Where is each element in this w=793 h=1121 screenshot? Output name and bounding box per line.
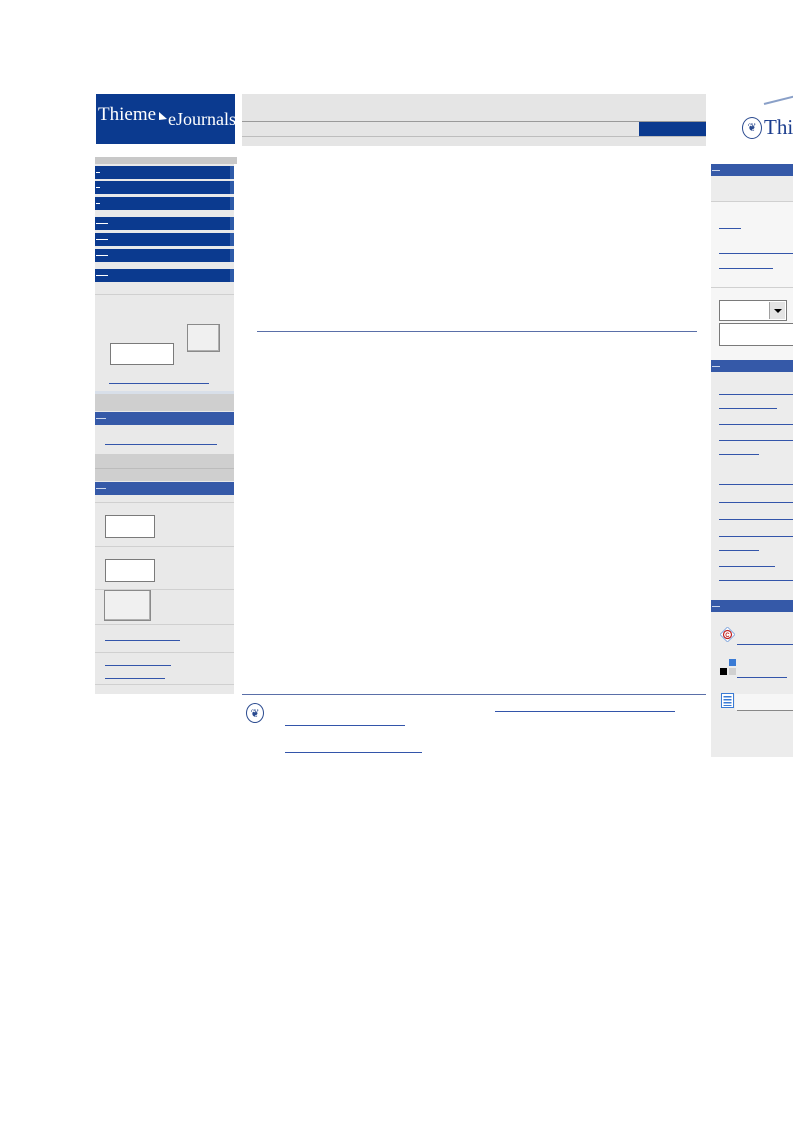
thieme-ejournals-logo[interactable]: Thieme eJournals [96,94,236,144]
nav-bullet-icon [96,203,100,204]
quick-input[interactable] [719,323,793,346]
service-link[interactable] [737,677,787,678]
nav-button[interactable] [95,181,234,194]
password-input[interactable] [105,559,155,582]
divider [95,294,234,295]
logo-word-thieme: Thieme [98,104,157,125]
service-link[interactable] [737,644,793,645]
forgot-password-link[interactable] [105,665,171,666]
divider [95,546,234,547]
sidebar-link[interactable] [719,536,793,537]
sidebar-panel [735,694,793,710]
service-link[interactable] [737,710,793,711]
nav-button[interactable] [95,249,234,262]
nav-button[interactable] [95,269,234,282]
content-divider [257,331,697,332]
brand-wordmark: Thi [764,115,793,139]
divider [95,391,234,394]
divider [95,589,234,590]
section-header [711,164,793,176]
divider [711,201,793,202]
header-divider [242,121,706,122]
sidebar-link[interactable] [719,253,793,254]
sidebar-link[interactable] [719,394,793,395]
sidebar-link[interactable] [719,502,793,503]
login-header [95,482,234,495]
footer-link[interactable] [285,725,405,726]
right-sidebar: C [711,164,793,757]
footer-link[interactable] [285,752,422,753]
list-icon[interactable] [721,693,734,708]
divider [711,287,793,288]
section-band [95,394,234,411]
nav-bullet-icon [96,255,108,256]
issue-select[interactable] [719,300,787,321]
divider [95,502,234,503]
thieme-seal-icon: ❦ [246,703,264,723]
login-button[interactable] [104,590,151,621]
section-header [711,360,793,372]
blocks-icon[interactable] [720,659,737,676]
nav-bullet-icon [96,239,108,240]
header-bullet-icon [712,170,720,171]
header-bullet-icon [712,606,720,607]
nav-button[interactable] [95,233,234,246]
header-bullet-icon [96,418,106,419]
sidebar-top-cap [95,157,237,164]
sidebar-link[interactable] [719,484,793,485]
divider [95,684,234,685]
nav-bullet-icon [96,223,108,224]
section-band [95,454,234,481]
left-sidebar [95,157,237,694]
header-action-tab[interactable] [639,122,706,136]
sidebar-link[interactable] [719,408,777,409]
search-go-button[interactable] [187,324,220,352]
sidebar-link[interactable] [719,228,741,229]
footer-link[interactable] [495,711,675,712]
logo-word-ejournals: eJournals [168,109,236,129]
search-input[interactable] [110,343,174,365]
header-divider [242,136,706,137]
sidebar-link[interactable] [719,566,775,567]
divider [95,468,234,469]
thieme-brand-logo[interactable]: ❦ Thi [740,93,793,145]
divider [95,624,234,625]
nav-button[interactable] [95,217,234,230]
services-header [711,600,793,612]
top-header-bar [242,94,706,146]
section-header [95,412,234,425]
username-input[interactable] [105,515,155,538]
sidebar-link[interactable] [719,424,793,425]
nav-bullet-icon [96,172,100,173]
sidebar-link[interactable] [105,444,217,445]
brand-roof-icon [763,93,793,105]
sidebar-link[interactable] [719,440,793,441]
forgot-password-link[interactable] [105,678,165,679]
sidebar-link[interactable] [719,550,759,551]
logo-arrow-icon [159,112,167,120]
footer-divider [242,694,706,695]
sidebar-link[interactable] [719,454,759,455]
sidebar-link[interactable] [719,580,793,581]
sidebar-link[interactable] [719,268,773,269]
register-link[interactable] [105,640,180,641]
copyright-icon[interactable]: C [719,626,736,643]
header-bullet-icon [96,488,106,489]
header-bullet-icon [712,366,720,367]
svg-text:C: C [725,633,730,639]
thieme-seal-icon: ❦ [742,117,762,139]
nav-button[interactable] [95,166,234,179]
nav-bullet-icon [96,275,108,276]
divider [95,652,234,653]
nav-bullet-icon [96,187,100,188]
advanced-search-link[interactable] [109,383,209,384]
chevron-down-icon [769,302,785,319]
nav-button[interactable] [95,197,234,210]
sidebar-link[interactable] [719,519,793,520]
